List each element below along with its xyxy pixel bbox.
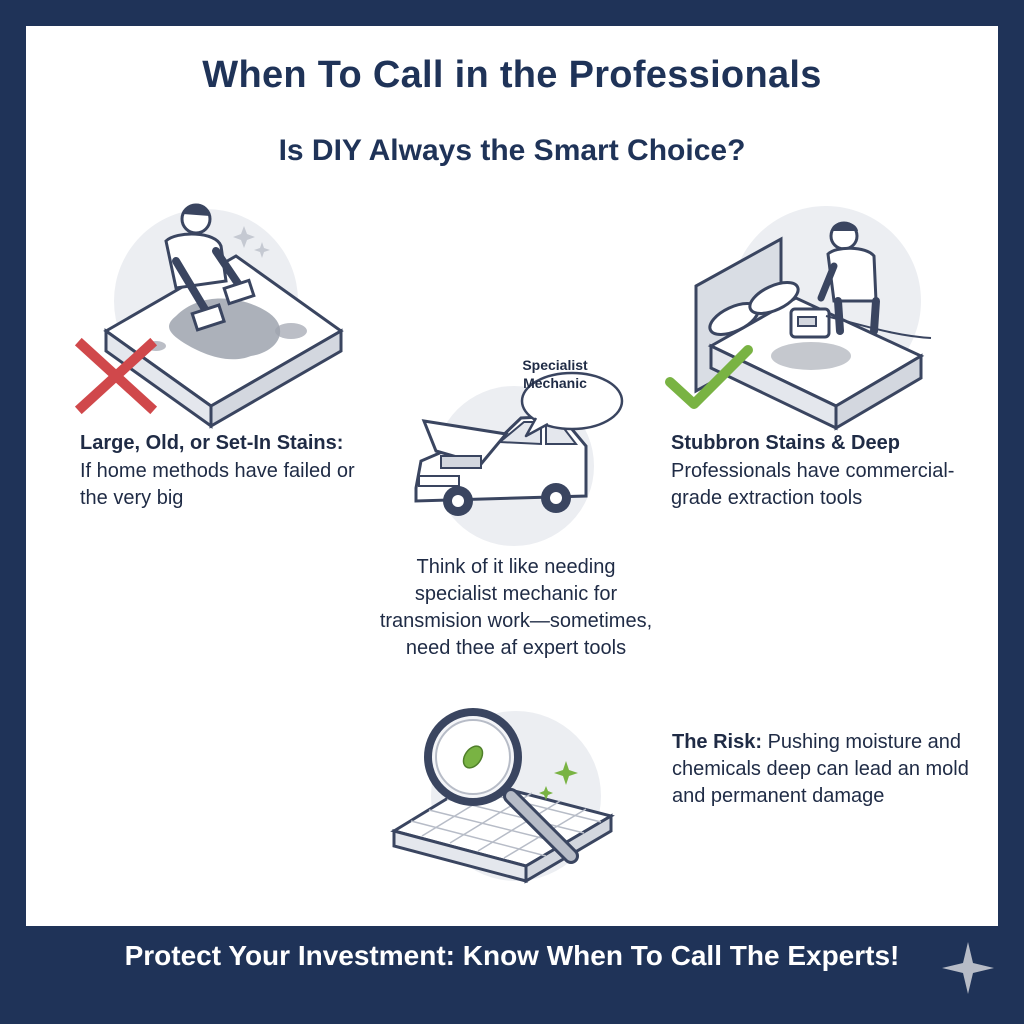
- speech-bubble-text: Specialist Mechanic: [522, 357, 588, 391]
- right-heading: Stubbron Stains & Deep: [671, 432, 900, 454]
- red-x-icon: [74, 337, 158, 415]
- risk-label: The Risk:: [672, 731, 763, 753]
- analogy-text: Think of it like needing specialist mech…: [379, 556, 653, 659]
- infographic-panel: When To Call in the Professionals Is DIY…: [26, 26, 998, 926]
- left-body: If home methods have failed or the very …: [80, 460, 355, 509]
- page-subtitle: Is DIY Always the Smart Choice?: [278, 134, 746, 167]
- risk-body: Pushing moisture and chemicals deep can …: [672, 731, 969, 807]
- risk-text: The Risk: Pushing moisture and chemicals…: [672, 729, 992, 810]
- right-body: Professionals have commercial-grade extr…: [671, 460, 955, 509]
- page-title: When To Call in the Professionals: [202, 54, 822, 96]
- left-heading: Large, Old, or Set-In Stains:: [80, 432, 344, 454]
- footer-banner: Protect Your Investment: Know When To Ca…: [124, 940, 900, 971]
- sparkle-icon: [942, 942, 994, 994]
- green-check-icon: [665, 345, 753, 409]
